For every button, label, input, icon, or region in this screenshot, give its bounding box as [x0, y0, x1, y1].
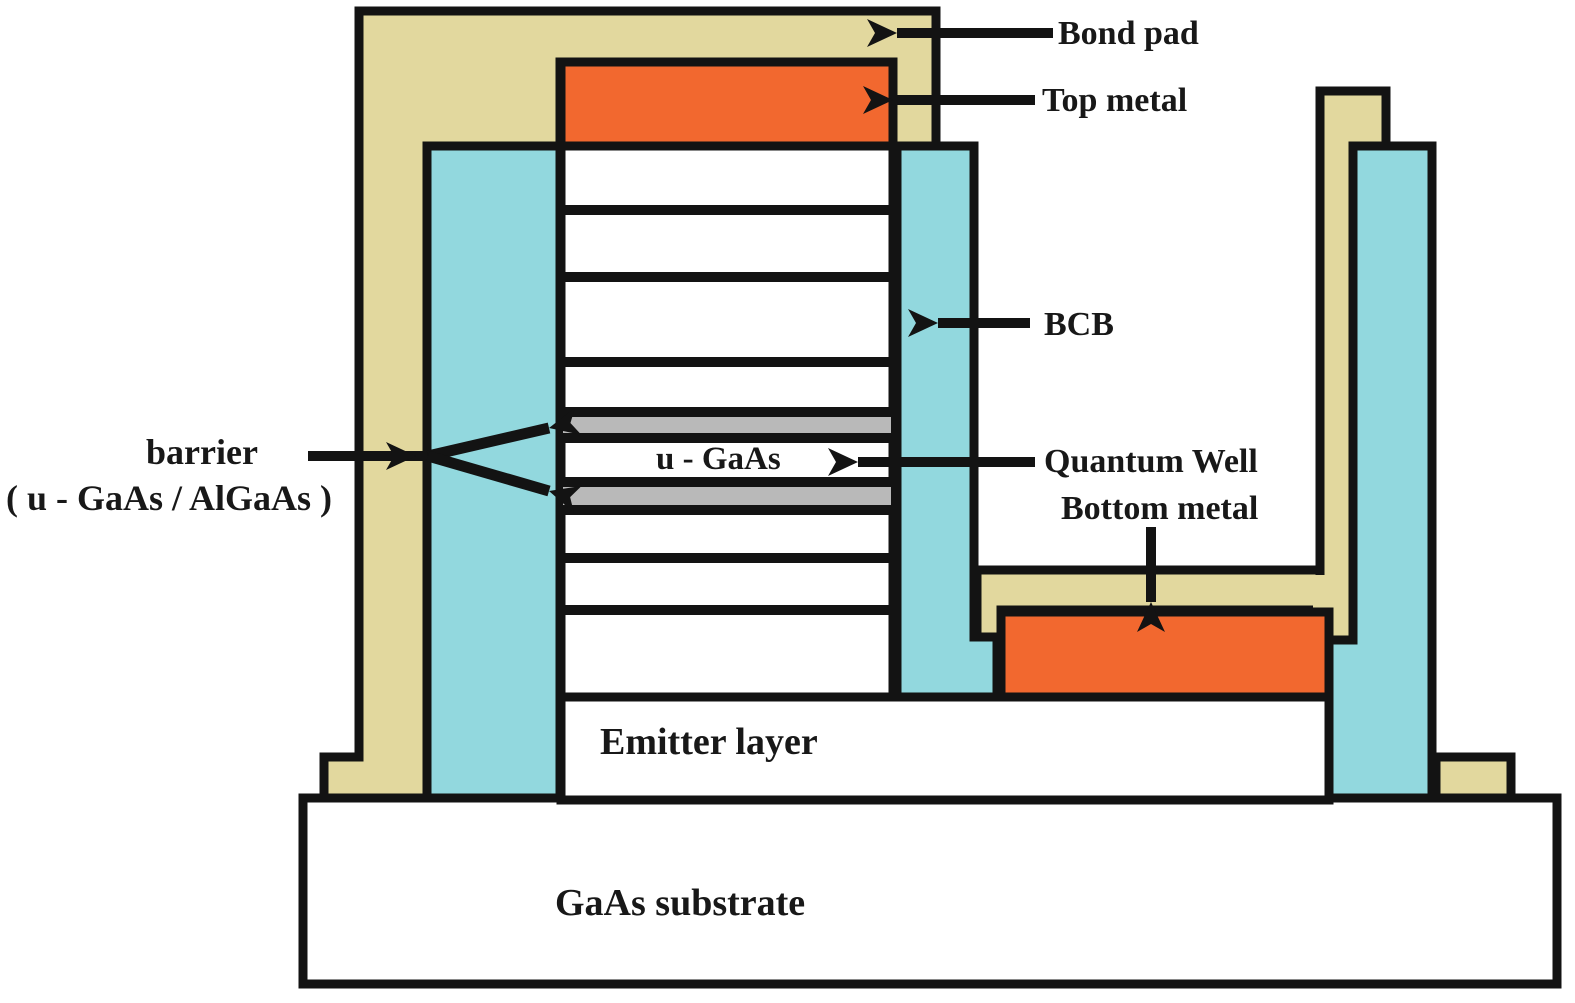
gaas-substrate-label: GaAs substrate — [555, 882, 806, 924]
barrier-band-upper — [563, 417, 891, 433]
barrier-label-line1: barrier — [146, 432, 258, 472]
barrier-label-line2: ( u - GaAs / AlGaAs ) — [6, 478, 333, 518]
emitter-layer-region — [556, 692, 1334, 805]
layer-line — [563, 553, 891, 563]
layer-line — [563, 605, 891, 615]
bond-pad-label: Bond pad — [1058, 15, 1199, 52]
mesa-layer-lines — [563, 205, 891, 615]
quantum-well-label: Quantum Well — [1044, 443, 1258, 480]
layer-line — [563, 505, 891, 515]
layer-line — [563, 477, 891, 487]
bottom-metal-label: Bottom metal — [1061, 490, 1259, 527]
layer-line — [563, 205, 891, 215]
layer-line — [563, 433, 891, 443]
annotation-arrows — [308, 19, 1165, 632]
top-metal-label: Top metal — [1042, 82, 1188, 119]
barrier-arrow-upper — [426, 407, 582, 462]
bottom-metal-region — [996, 607, 1334, 702]
barrier-arrow-lower — [426, 450, 582, 513]
u-gaas-label: u - GaAs — [656, 441, 781, 477]
layer-line — [563, 357, 891, 367]
layer-line — [563, 407, 891, 417]
emitter-layer-label: Emitter layer — [600, 721, 818, 763]
top-metal-region — [556, 57, 898, 151]
barrier-band-lower — [563, 487, 891, 505]
layer-line — [563, 272, 891, 282]
bcb-far-right-column — [1324, 141, 1437, 803]
bcb-right-of-mesa — [892, 141, 1002, 702]
bond-pad-right-foot — [1431, 752, 1516, 803]
gaas-substrate-region — [298, 793, 1562, 989]
bcb-label: BCB — [1044, 306, 1114, 343]
